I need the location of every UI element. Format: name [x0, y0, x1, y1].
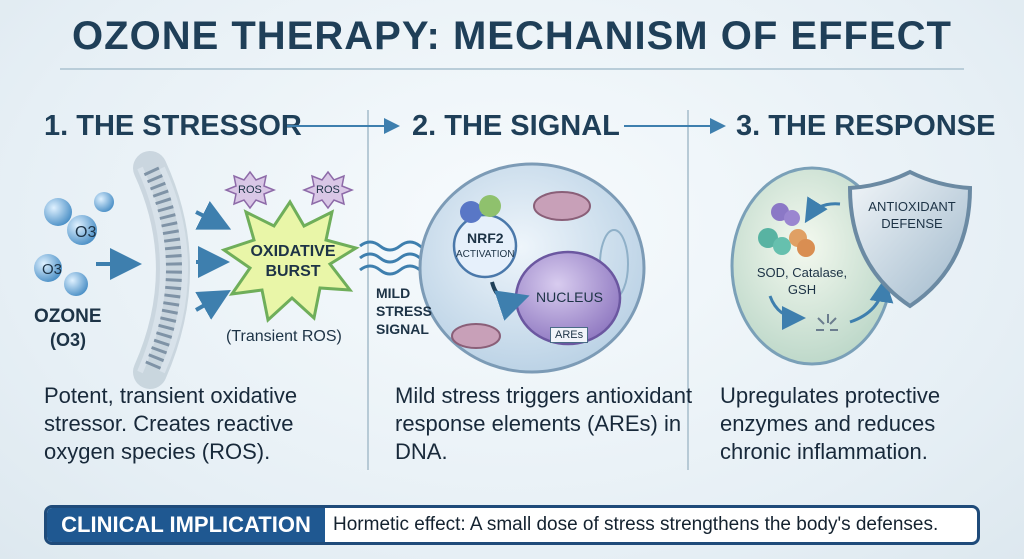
burst-arrow-top [195, 200, 232, 230]
neutralized-ros [816, 314, 838, 331]
cell-membrane [133, 151, 190, 389]
title-rule [60, 68, 964, 70]
ozone-formula-label: (O3) [50, 330, 86, 350]
defense-arrow [849, 278, 894, 324]
signal-description: Mild stress triggers antioxidant respons… [395, 383, 693, 464]
oxidative-burst [220, 199, 360, 323]
clinical-implication-bar: CLINICAL IMPLICATION Hormetic effect: A … [44, 505, 980, 545]
ares-label: AREs [550, 327, 589, 343]
section-heading-signal: 2. THE SIGNAL [412, 110, 620, 142]
enzymes-label: SOD, Catalase, GSH [756, 265, 848, 297]
stressor-description: Potent, transient oxidative stressor. Cr… [44, 383, 298, 464]
enzyme-blobs [758, 203, 815, 257]
ozone-molecules [34, 192, 114, 296]
clinical-implication-text: Hormetic effect: A small dose of stress … [333, 514, 939, 535]
ozone-label: OZONE [34, 306, 102, 327]
burst-arrow-bottom [195, 290, 231, 320]
mitochondria-1 [533, 191, 591, 221]
enzyme-arrow-in [804, 196, 841, 224]
nrf2-keap1-green [479, 195, 501, 217]
defense-shield [847, 169, 973, 309]
nrf2-translocation-arrow [490, 281, 530, 321]
enzyme-arrow-out [768, 295, 806, 330]
ros-label-2: ROS [316, 184, 340, 196]
nucleus-label: NUCLEUS [536, 289, 603, 305]
antioxidant-defense-label: ANTIOXIDANT DEFENSE [868, 199, 956, 231]
nrf2-complex [452, 213, 518, 279]
o3-label-2: O3 [42, 261, 63, 278]
section-heading-stressor: 1. THE STRESSOR [44, 110, 302, 142]
ros-badge-1 [223, 170, 277, 210]
ros-badge-2 [301, 170, 355, 210]
section-divider-1 [367, 110, 369, 470]
nrf2-keap1-blue [460, 201, 482, 223]
mild-stress-label: MILD STRESS SIGNAL [376, 285, 433, 337]
page-title: OZONE THERAPY: MECHANISM OF EFFECT [72, 14, 952, 58]
nrf2-label: NRF2 [467, 230, 504, 246]
mitochondria-2 [451, 323, 501, 349]
o3-label-1: O3 [75, 224, 97, 241]
ros-label-1: ROS [238, 184, 262, 196]
transient-ros-label: (Transient ROS) [226, 328, 342, 345]
clinical-implication-label: CLINICAL IMPLICATION [47, 508, 325, 542]
section-heading-response: 3. THE RESPONSE [736, 110, 996, 142]
nrf2-activation-label: ACTIVATION [456, 249, 515, 260]
response-description: Upregulates protective enzymes and reduc… [720, 383, 941, 464]
oxidative-burst-label: OXIDATIVE BURST [250, 243, 336, 280]
section-divider-2 [687, 110, 689, 470]
